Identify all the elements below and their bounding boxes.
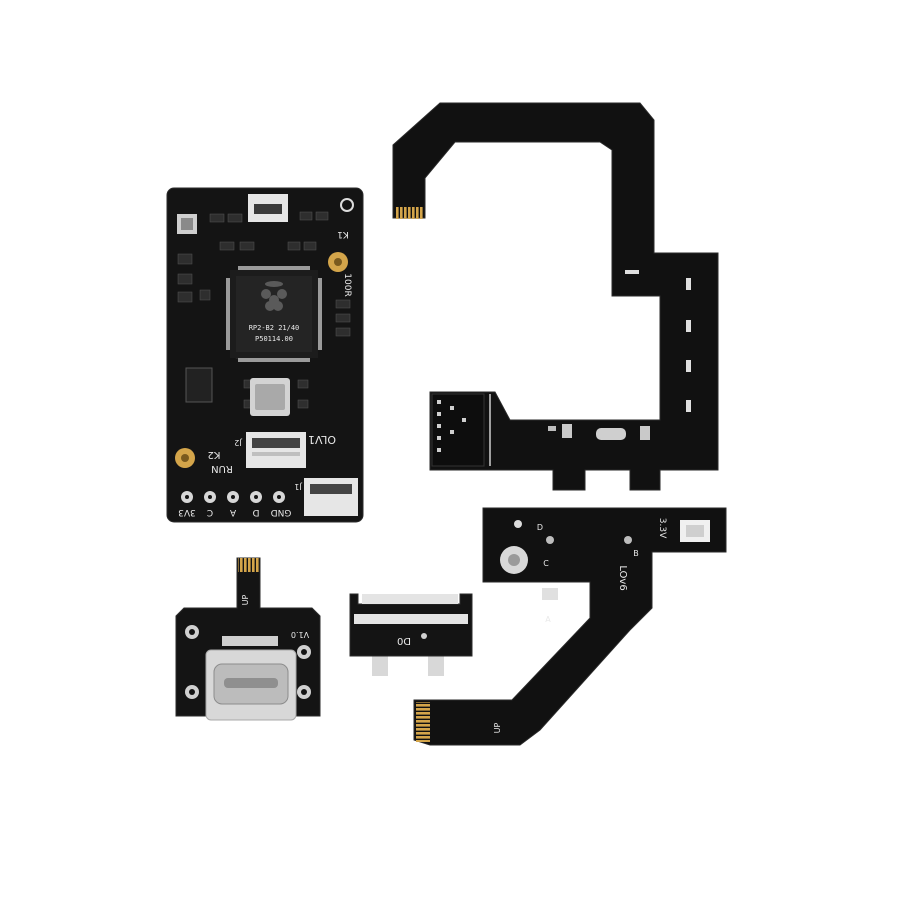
pin-pads [181, 491, 285, 503]
pin-label-a: A [229, 507, 236, 517]
label-run: RUN [211, 463, 233, 474]
main-board: RP2-B2 21/40 P50114.00 K1 100R K2 RUN O [166, 187, 364, 523]
flex-slots [625, 270, 691, 412]
sd-label-d: D [537, 523, 543, 532]
usb-corner-pads [185, 625, 311, 699]
top-flex-cable [392, 102, 719, 491]
label-100r: 100R [342, 273, 352, 296]
pin-label-d: D [252, 507, 259, 517]
sd-label-a: A [545, 615, 551, 624]
label-board-version: OLV1 [308, 433, 336, 446]
dat0-contact-right [428, 656, 444, 676]
dat0-contact-left [372, 656, 388, 676]
chip-marking-1: RP2-B2 21/40 [249, 324, 300, 332]
connector-pads [431, 393, 485, 467]
pin-label-3v3: 3V3 [178, 507, 196, 517]
dat0-label: D0 [397, 635, 411, 646]
pin-label-gnd: GND [271, 507, 292, 517]
label-k1: K1 [337, 229, 349, 239]
sd-label-c: C [543, 559, 549, 568]
flash-chip [185, 367, 213, 403]
sd-label-up: UP [493, 722, 502, 733]
label-j2: J2 [234, 438, 242, 447]
pin-label-c: C [207, 507, 213, 517]
sd-label-b: B [633, 549, 639, 558]
usb-c-board: UP V1.0 [175, 557, 321, 721]
usb-flex-contacts [238, 558, 259, 572]
sd-flex-cable: 3.3V B C D A LOv6 UP [413, 507, 727, 746]
sd-label-33v: 3.3V [657, 518, 667, 539]
rp2040-chip: RP2-B2 21/40 P50114.00 [226, 266, 322, 362]
dat0-adapter: D0 [349, 593, 473, 676]
label-j1: J1 [294, 482, 302, 491]
connector-j2 [246, 432, 306, 468]
flex-gold-contacts [395, 207, 423, 219]
sd-label-version: LOv6 [617, 565, 628, 590]
raspberry-logo [261, 281, 287, 311]
usb-label-up: UP [241, 594, 250, 605]
connector-j1 [304, 478, 358, 516]
label-k2: K2 [208, 449, 221, 460]
mounting-hole [340, 198, 354, 212]
chip-marking-2: P50114.00 [255, 335, 293, 343]
flex-smd-components [548, 424, 650, 440]
sd-flex-contacts [416, 702, 430, 742]
usb-label-version: V1.0 [291, 630, 309, 639]
